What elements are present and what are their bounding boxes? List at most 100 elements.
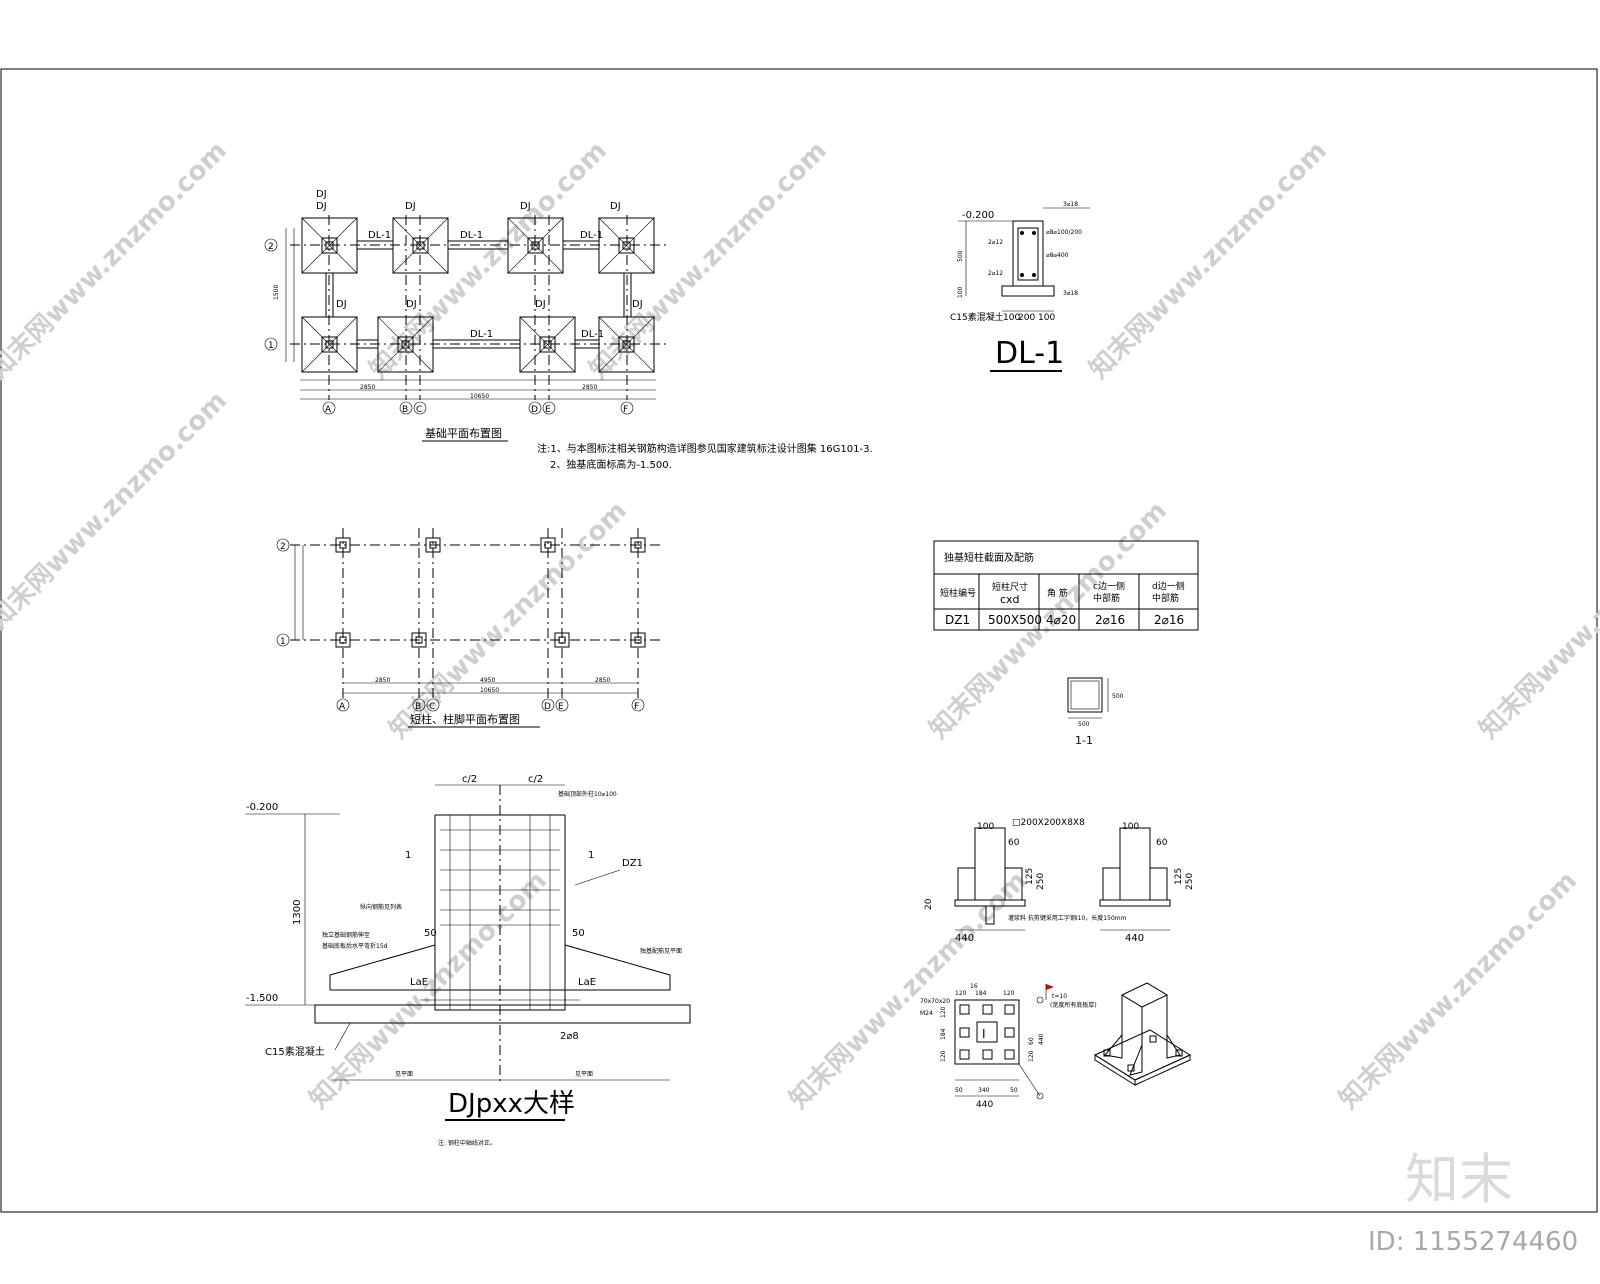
half-width: c/2 [528,774,543,785]
plate-dim: 250 [1036,873,1046,890]
beam-bar: 3⌀18 [1063,290,1078,297]
concrete-pad [314,1004,691,1024]
axis-label: B [415,702,421,712]
watermark: 知末网www.znzmo.com [0,386,233,635]
plate-dim: 440 [976,1100,993,1110]
plate-note: 灌浆料 抗剪键采用工字钢I10，长度150mm [1008,914,1127,922]
dim: 50 [424,928,437,939]
dim: 50 [572,928,585,939]
beam-section: -0.200 3⌀18 2⌀12 2⌀12 ⌀8⌀100/200 ⌀8⌀400 … [950,201,1090,372]
plate-dim: 120 [1003,990,1015,997]
table-header: cxd [1000,593,1020,606]
footing [301,316,358,373]
section-dim: 500 [1112,693,1124,700]
watermark: 知末网www.znzmo.com [1084,136,1333,385]
axis-label: 1 [280,637,286,647]
detail-title: DJpxx大样 [448,1089,575,1119]
table-cell: DZ1 [945,613,970,627]
elevation-bottom: -1.500 [246,993,278,1004]
plate-dim: 50 [955,1087,963,1094]
footing [377,316,434,373]
note-line-2: 2、独基底面标高为-1.500. [550,458,672,471]
callout: 独基配筋见平面 [640,947,682,955]
plate-dim: 440 [1038,1033,1045,1045]
section-1-1: 500 500 1-1 [1067,677,1124,747]
section-mark: 1 [588,850,594,861]
plate-dim: 120 [940,1006,947,1018]
table-header: 中部筋 [1152,592,1179,604]
sheet-frame [0,68,1598,1213]
axis-label: F [623,405,628,415]
plan-title: 基础平面布置图 [425,427,502,440]
callout: 纵向钢筋见列表 [360,903,402,911]
table-cell: 2⌀16 [1095,613,1125,627]
beam-label: DL-1 [581,329,604,340]
beam-bar: 2⌀12 [988,239,1003,246]
axis-label: 2 [280,542,286,552]
dim: 4950 [480,677,495,684]
plan-title: 短柱、柱脚平面布置图 [410,712,520,726]
plate-dim: 125 [1174,868,1184,885]
dim: 2850 [595,677,610,684]
footing-label: DJ [336,299,347,310]
base-plate-3d [1093,982,1192,1086]
watermark: 知末网www.znzmo.com [784,866,1033,1115]
concrete-label: C15素混凝土 [265,1045,325,1058]
plate-dim: 440 [1125,933,1144,944]
table-header: 短柱编号 [940,587,976,599]
beam-title: DL-1 [995,336,1064,371]
dim: 1500 [273,285,280,300]
column-stub [335,632,351,648]
axis-label: B [402,405,408,415]
footing-label: DJ [316,189,327,200]
plate-dim: 16 [970,983,978,990]
callout: 独立基础钢筋伸至 [322,931,370,939]
plate-dim: 125 [1025,868,1035,885]
watermark: 知末网www.znzmo.com [584,136,833,385]
table-header: c边一侧 [1093,580,1125,592]
column-stub [335,537,351,553]
footing-label: DJ [405,201,416,212]
watermark: 知末网www.znzmo.com [1334,866,1583,1115]
plate-callout: M24 [920,1010,933,1017]
beam-stirrup: ⌀8⌀100/200 [1046,229,1082,236]
plate-dim: 20 [924,898,934,910]
elevation-top: -0.200 [246,802,278,813]
watermark: 知末网www.znzmo.com [0,136,233,385]
plate-dim: 60 [1156,838,1168,848]
column-plan: 2850 4950 2850 10650 A B C D E F 1 2 短柱、… [276,528,660,728]
beam-label: DL-1 [580,230,603,241]
plate-callout: (宽度所有底板厚) [1050,1001,1097,1009]
anchor-label: LaE [410,977,428,988]
table-cell: 2⌀16 [1154,613,1184,627]
footing [507,217,564,274]
section-label: 1-1 [1075,734,1093,747]
footing [598,217,655,274]
column-stub [630,632,646,648]
plate-dim: 250 [1185,873,1195,890]
axis-label: 2 [268,242,274,252]
axis-label: E [545,405,551,415]
footing [392,217,449,274]
axis-label: A [339,702,346,712]
plate-dim: 100 [977,822,994,832]
beam-label: DL-1 [470,329,493,340]
plate-callout: 70x70x20 [920,998,950,1005]
plate-dim: 340 [978,1087,990,1094]
axis-label: C [416,405,422,415]
plate-dim: 50 [1010,1087,1018,1094]
axis-bubbles: A B C D E F 1 2 [276,538,645,712]
dim: 10650 [480,687,499,694]
column-stub [540,537,556,553]
flag-icon [1046,984,1054,990]
axis-label: A [325,405,332,415]
beam-bar: 2⌀12 [988,270,1003,277]
beam-concrete: C15素混凝土 [950,311,1004,323]
footing [519,316,576,373]
half-width: c/2 [462,774,477,785]
base-plate-elevation: □200X200X8X8 100 60 125 250 20 440 100 6… [924,818,1195,944]
column-stub [411,632,427,648]
axis-label: D [531,405,538,415]
footing-label: DJ [610,201,621,212]
